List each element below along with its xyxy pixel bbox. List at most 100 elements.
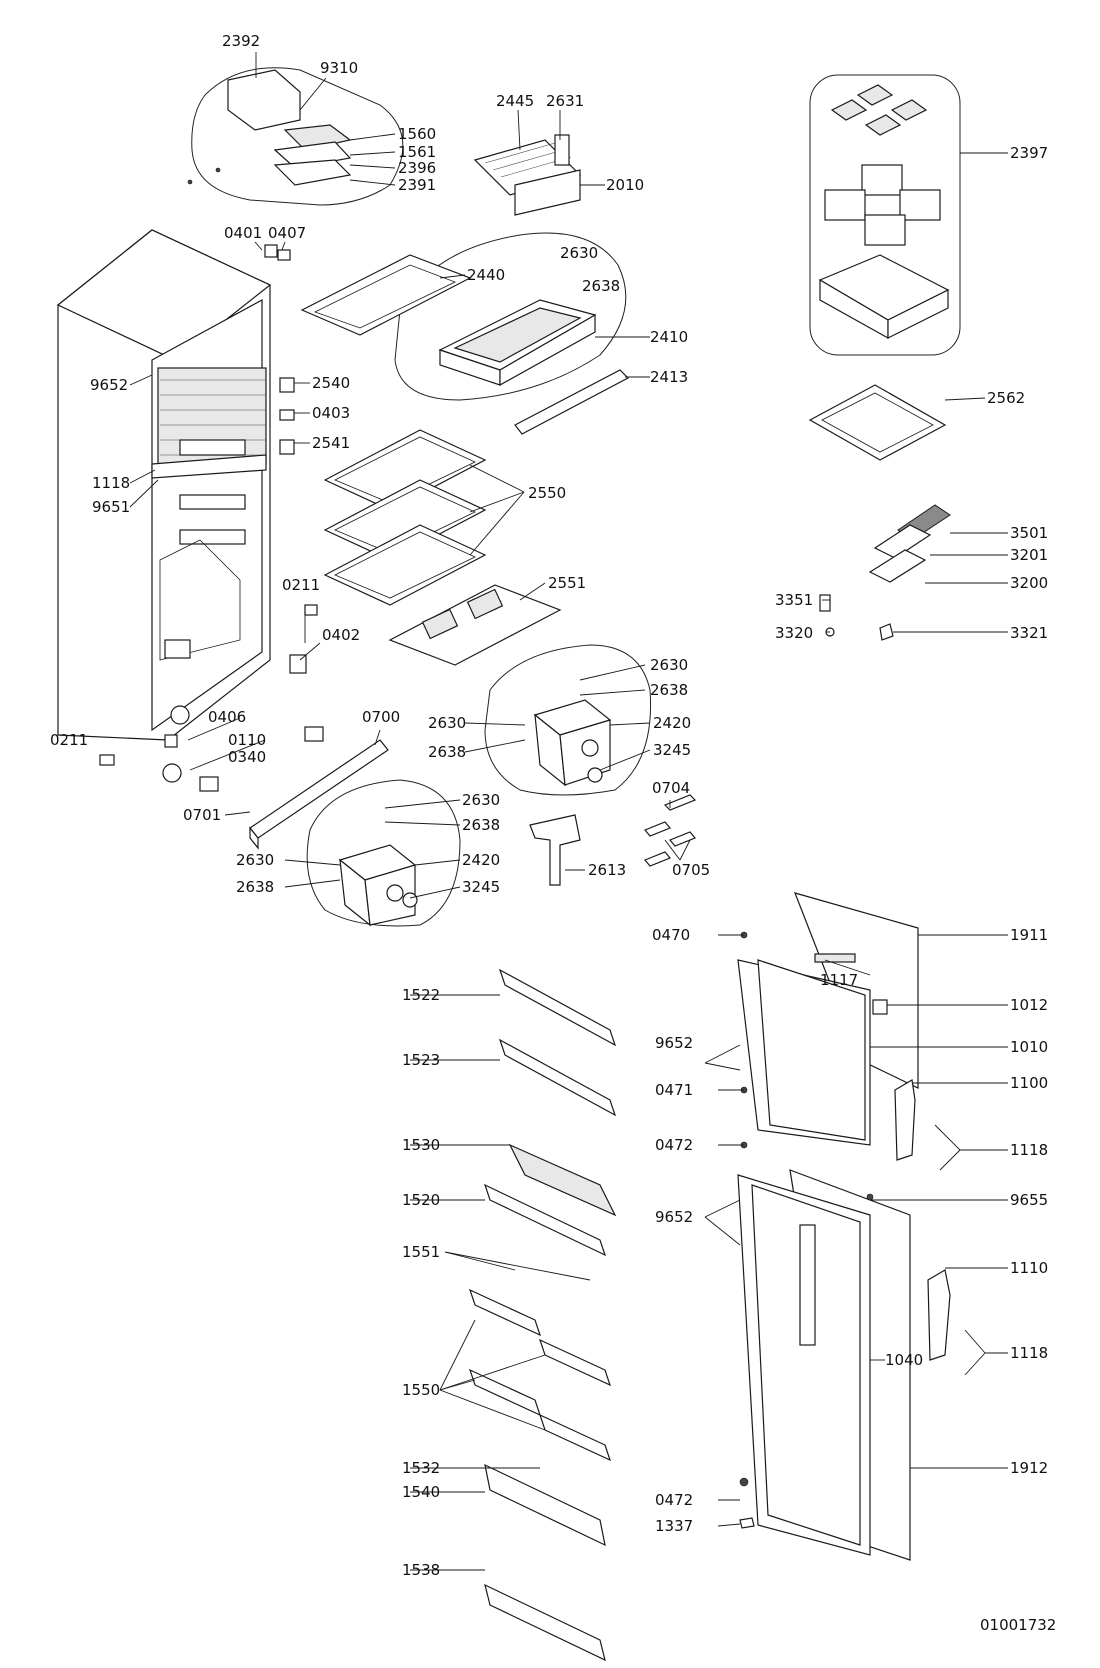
- callout-1912: 1912: [1010, 1459, 1048, 1477]
- callout-9651: 9651: [92, 498, 130, 516]
- freezer-door-assembly: [737, 892, 919, 1149]
- callout-3245-a: 3245: [653, 741, 691, 759]
- callout-0211-b: 0211: [50, 731, 88, 749]
- callout-2630-b: 2630: [650, 656, 688, 674]
- callout-3200: 3200: [1010, 574, 1048, 592]
- callout-3351: 3351: [775, 591, 813, 609]
- callout-1012: 1012: [1010, 996, 1048, 1014]
- ice-box-group-outline: [809, 74, 961, 356]
- callout-2440: 2440: [467, 266, 505, 284]
- callout-2445: 2445: [496, 92, 534, 110]
- callout-1520: 1520: [402, 1191, 440, 1209]
- callout-2638-a: 2638: [582, 277, 620, 295]
- callout-0700: 0700: [362, 708, 400, 726]
- bracket-2613: [529, 814, 581, 886]
- callout-2413: 2413: [650, 368, 688, 386]
- ice-tray-assembly: [187, 69, 352, 186]
- callout-2392: 2392: [222, 32, 260, 50]
- callout-1337: 1337: [655, 1517, 693, 1535]
- shelf-frame-2562: [808, 384, 947, 461]
- callout-1523: 1523: [402, 1051, 440, 1069]
- callout-labels: 2392 9310 1560 1561 2396 2391 2445 2631 …: [50, 32, 1056, 1634]
- callout-1040: 1040: [885, 1351, 923, 1369]
- callout-0211-a: 0211: [282, 576, 320, 594]
- freezer-tray-2410: [438, 299, 597, 387]
- glass-shelves-2550: [323, 429, 487, 606]
- callout-2550: 2550: [528, 484, 566, 502]
- callout-2410: 2410: [650, 328, 688, 346]
- callout-2540: 2540: [312, 374, 350, 392]
- callout-2613: 2613: [588, 861, 626, 879]
- callout-0472-a: 0472: [655, 1136, 693, 1154]
- callout-2630-e: 2630: [236, 851, 274, 869]
- callout-0110: 0110: [228, 731, 266, 749]
- callout-0406: 0406: [208, 708, 246, 726]
- front-cover-2413: [514, 369, 629, 435]
- callout-1538: 1538: [402, 1561, 440, 1579]
- callout-0704: 0704: [652, 779, 690, 797]
- freezer-tray-group-outline: [394, 232, 627, 401]
- callout-2638-e: 2638: [236, 878, 274, 896]
- callout-9652-b: 9652: [655, 1034, 693, 1052]
- crisper-drawer-lower: [338, 844, 418, 927]
- callout-3321: 3321: [1010, 624, 1048, 642]
- ice-box-assembly: [818, 84, 950, 340]
- callout-2010: 2010: [606, 176, 644, 194]
- callout-2631: 2631: [546, 92, 584, 110]
- callout-1010: 1010: [1010, 1038, 1048, 1056]
- callout-2630-c: 2630: [428, 714, 466, 732]
- fridge-door-assembly: [737, 1079, 951, 1561]
- callout-2638-c: 2638: [428, 743, 466, 761]
- callout-1117: 1117: [820, 971, 858, 989]
- callout-1532: 1532: [402, 1459, 440, 1477]
- callout-2391: 2391: [398, 176, 436, 194]
- callout-3320: 3320: [775, 624, 813, 642]
- callout-1911: 1911: [1010, 926, 1048, 944]
- callout-0401: 0401: [224, 224, 262, 242]
- callout-0470: 0470: [652, 926, 690, 944]
- callout-1118-b: 1118: [1010, 1141, 1048, 1159]
- callout-2396: 2396: [398, 159, 436, 177]
- callout-0705: 0705: [672, 861, 710, 879]
- callout-0472-b: 0472: [655, 1491, 693, 1509]
- callout-3501: 3501: [1010, 524, 1048, 542]
- callout-1522: 1522: [402, 986, 440, 1004]
- callout-9652-a: 9652: [90, 376, 128, 394]
- callout-0701: 0701: [183, 806, 221, 824]
- callout-1551: 1551: [402, 1243, 440, 1261]
- callout-9652-c: 9652: [655, 1208, 693, 1226]
- callout-0471: 0471: [655, 1081, 693, 1099]
- callout-2562: 2562: [987, 389, 1025, 407]
- lamp-assembly: [819, 504, 951, 641]
- door-bar-0700: [249, 739, 389, 850]
- callout-2420-a: 2420: [653, 714, 691, 732]
- drawing-number: 01001732: [980, 1616, 1056, 1634]
- leader-lines: [129, 52, 1008, 1571]
- callout-2420-b: 2420: [462, 851, 500, 869]
- callout-2541: 2541: [312, 434, 350, 452]
- callout-2630-d: 2630: [462, 791, 500, 809]
- crisper-group-lower-outline: [306, 779, 461, 927]
- callout-1561: 1561: [398, 143, 436, 161]
- callout-2638-b: 2638: [650, 681, 688, 699]
- crisper-drawer-upper: [533, 699, 612, 787]
- small-components: [99, 244, 324, 792]
- callout-2551: 2551: [548, 574, 586, 592]
- callout-2397: 2397: [1010, 144, 1048, 162]
- freezer-shelf-2440: [300, 254, 472, 336]
- callout-2638-d: 2638: [462, 816, 500, 834]
- callout-1550: 1550: [402, 1381, 440, 1399]
- crisper-group-upper-outline: [484, 644, 652, 796]
- callout-1530: 1530: [402, 1136, 440, 1154]
- crisper-cover-2551: [388, 584, 562, 666]
- callout-1118-c: 1118: [1010, 1344, 1048, 1362]
- callout-1540: 1540: [402, 1483, 440, 1501]
- callout-0403: 0403: [312, 404, 350, 422]
- hinge-parts-0704-0705: [644, 794, 697, 867]
- callout-1100: 1100: [1010, 1074, 1048, 1092]
- callout-9310: 9310: [320, 59, 358, 77]
- callout-1560: 1560: [398, 125, 436, 143]
- callout-9655: 9655: [1010, 1191, 1048, 1209]
- ice-tray-group-outline: [191, 67, 404, 206]
